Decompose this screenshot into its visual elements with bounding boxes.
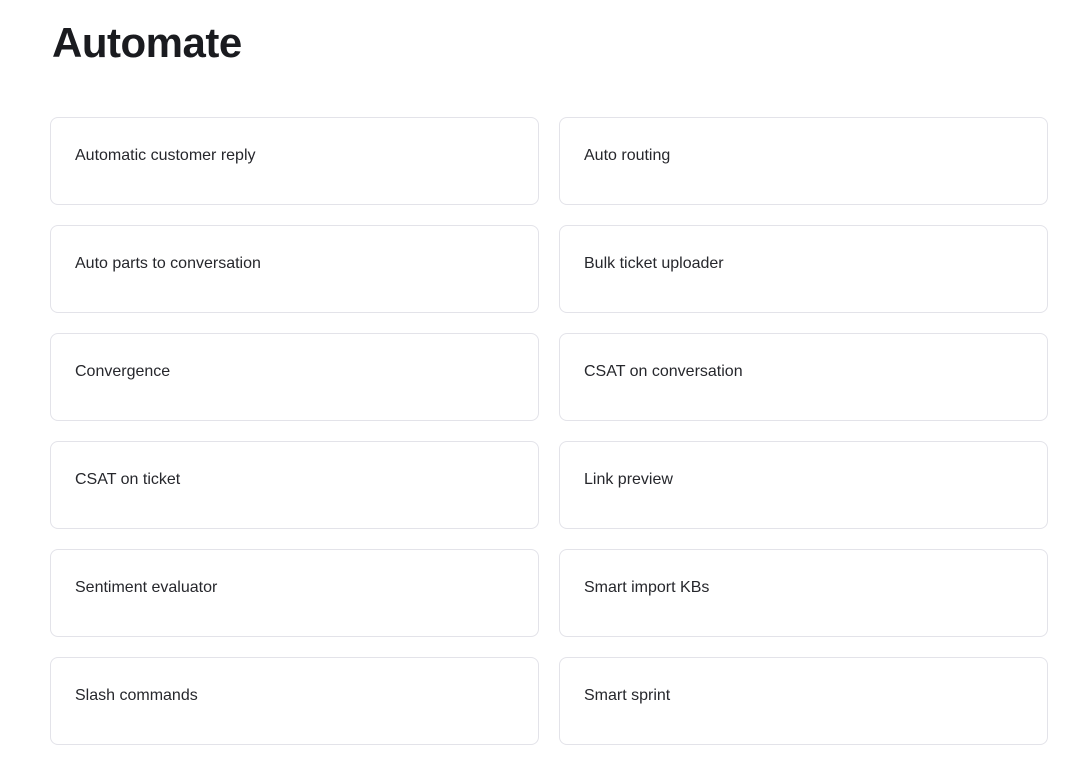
card-label: Sentiment evaluator <box>75 579 218 596</box>
card-label: Smart sprint <box>584 687 671 704</box>
card-sentiment-evaluator[interactable]: Sentiment evaluator <box>50 549 539 637</box>
card-label: Convergence <box>75 363 171 380</box>
card-label: Automatic customer reply <box>75 147 256 164</box>
card-auto-routing[interactable]: Auto routing <box>559 117 1048 205</box>
feature-card-grid: Automatic customer reply Auto routing Au… <box>50 117 1048 745</box>
card-convergence[interactable]: Convergence <box>50 333 539 421</box>
card-csat-on-ticket[interactable]: CSAT on ticket <box>50 441 539 529</box>
card-label: CSAT on conversation <box>584 363 743 380</box>
card-label: Bulk ticket uploader <box>584 255 724 272</box>
card-smart-sprint[interactable]: Smart sprint <box>559 657 1048 745</box>
card-csat-on-conversation[interactable]: CSAT on conversation <box>559 333 1048 421</box>
card-auto-parts-to-conversation[interactable]: Auto parts to conversation <box>50 225 539 313</box>
card-automatic-customer-reply[interactable]: Automatic customer reply <box>50 117 539 205</box>
card-label: Slash commands <box>75 687 198 704</box>
card-bulk-ticket-uploader[interactable]: Bulk ticket uploader <box>559 225 1048 313</box>
card-slash-commands[interactable]: Slash commands <box>50 657 539 745</box>
card-label: CSAT on ticket <box>75 471 181 488</box>
card-label: Auto routing <box>584 147 671 164</box>
card-label: Auto parts to conversation <box>75 255 261 272</box>
card-label: Smart import KBs <box>584 579 710 596</box>
card-smart-import-kbs[interactable]: Smart import KBs <box>559 549 1048 637</box>
page-title: Automate <box>52 19 242 66</box>
card-link-preview[interactable]: Link preview <box>559 441 1048 529</box>
card-label: Link preview <box>584 471 673 488</box>
